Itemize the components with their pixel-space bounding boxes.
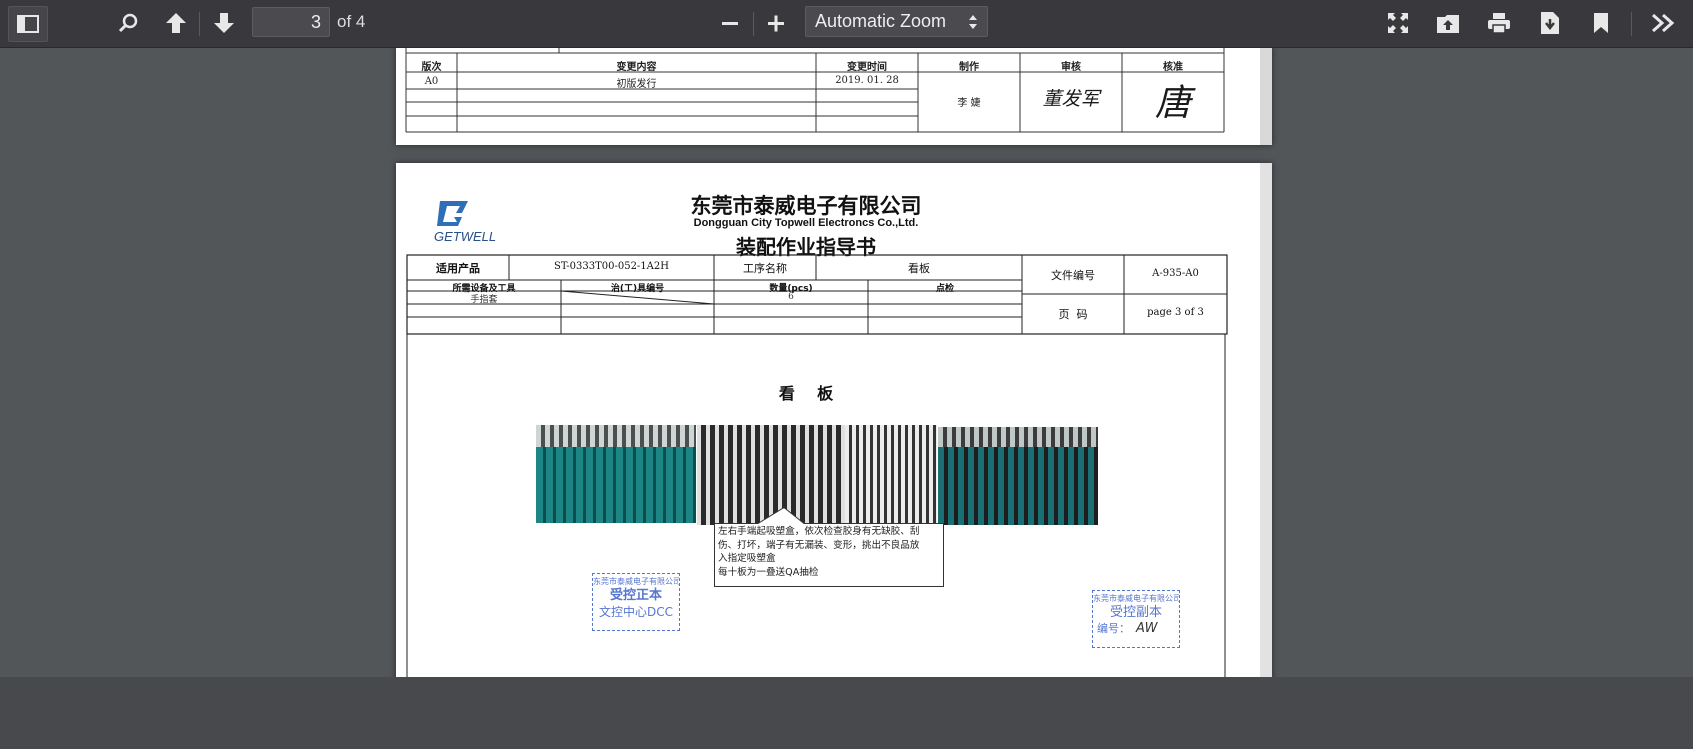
cell-author: 李 婕	[957, 98, 981, 109]
col-header-date: 变更时间	[847, 62, 887, 73]
col-header-reviewer: 审核	[1061, 62, 1081, 73]
page-value: page 3 of 3	[1147, 307, 1204, 318]
revision-table-lines	[405, 48, 1225, 133]
pdf-page-3: GETWELL 东莞市泰威电子有限公司 Dongguan City Topwel…	[396, 163, 1272, 677]
stamp-dept: 文控中心DCC	[599, 605, 673, 619]
presentation-mode-icon	[1388, 13, 1408, 33]
instruction-line: 每十板为一叠送QA抽检	[718, 566, 819, 578]
download-button[interactable]	[1533, 6, 1567, 40]
sidebar-toggle-icon	[17, 15, 39, 33]
cell-version: A0	[424, 76, 439, 87]
search-button[interactable]	[112, 6, 144, 40]
section-title: 看 板	[778, 384, 834, 403]
stamp-number-row: 编号： AW	[1093, 621, 1179, 637]
product-photo-2	[697, 425, 845, 525]
stamp-signature: AW	[1136, 621, 1158, 636]
stamp-number-label: 编号：	[1097, 622, 1130, 635]
page-label: 页 码	[1058, 308, 1088, 321]
instruction-line: 伤、打坏，端子有无漏装、变形，挑出不良品放	[718, 539, 920, 551]
zoom-in-button[interactable]	[760, 6, 792, 40]
next-page-button[interactable]	[208, 6, 240, 40]
bookmark-icon	[1594, 13, 1608, 33]
bookmark-button[interactable]	[1585, 6, 1617, 40]
open-file-icon	[1437, 15, 1459, 33]
fixture-label: 治(工)具编号	[610, 284, 665, 294]
zoom-in-icon	[768, 15, 784, 32]
tools-icon	[1652, 13, 1675, 33]
instruction-line: 入指定吸塑盒	[718, 553, 776, 564]
col-header-author: 制作	[959, 62, 979, 73]
toolbar-separator	[1631, 12, 1632, 36]
quantity-label: 数量(pcs)	[769, 284, 813, 294]
controlled-copy-stamp: 东莞市泰威电子有限公司 受控副本 编号： AW	[1092, 590, 1180, 648]
viewer-bottom-area	[0, 677, 1693, 749]
select-arrows-icon	[969, 15, 977, 29]
presentation-mode-button[interactable]	[1381, 6, 1415, 40]
file-number-value: A-935-A0	[1152, 268, 1199, 279]
stamp-title: 受控正本	[609, 588, 662, 603]
zoom-select[interactable]: Automatic Zoom	[805, 6, 988, 37]
equipment-value: 手指套	[470, 295, 498, 305]
page-count-label: of 4	[337, 12, 366, 31]
search-icon	[118, 13, 138, 33]
instruction-line: 左右手端起吸塑盒，依次检查胶身有无缺胶、刮	[718, 526, 920, 537]
document-viewer[interactable]: 版次 变更内容 变更时间 制作 审核 核准 A0 初版发行 2019. 01. …	[0, 48, 1693, 677]
zoom-out-icon	[722, 22, 738, 25]
reviewer-signature: 董发军	[1042, 88, 1100, 110]
company-name-en: Dongguan City Topwell Electroncs Co.,Ltd…	[693, 217, 919, 229]
stamp-company: 东莞市泰威电子有限公司	[593, 577, 679, 586]
col-header-change: 变更内容	[616, 62, 657, 73]
product-label: 适用产品	[436, 262, 480, 275]
col-header-approver: 核准	[1163, 62, 1183, 73]
zoom-select-value: Automatic Zoom	[815, 11, 947, 31]
print-button[interactable]	[1482, 6, 1516, 40]
download-icon	[1541, 12, 1559, 34]
quantity-value: 6	[788, 292, 794, 302]
company-name-cn: 东莞市泰威电子有限公司	[690, 194, 922, 218]
getwell-logo-icon	[437, 201, 468, 226]
previous-page-icon	[166, 13, 186, 33]
sidebar-toggle-button[interactable]	[8, 6, 48, 42]
toolbar: 3 of 4 Automatic Zoom	[0, 0, 1693, 48]
process-value: 看板	[908, 262, 930, 275]
process-label: 工序名称	[743, 262, 787, 275]
print-icon	[1488, 13, 1510, 34]
product-photo-1	[536, 425, 696, 523]
previous-page-button[interactable]	[160, 6, 192, 40]
header-table-lines	[406, 254, 1228, 677]
cell-change: 初版发行	[616, 79, 657, 90]
scan-shadow	[1260, 163, 1272, 677]
stamp-title: 受控副本	[1109, 605, 1162, 620]
equipment-label: 所需设备及工具	[452, 284, 516, 294]
product-value: ST-0333T00-052-1A2H	[554, 261, 669, 272]
approver-signature: 唐	[1154, 83, 1191, 124]
toolbar-separator	[753, 12, 754, 36]
page-number-input[interactable]: 3	[252, 7, 330, 37]
col-header-version: 版次	[421, 62, 442, 73]
instruction-callout-shape	[714, 507, 944, 587]
cell-date: 2019. 01. 28	[835, 75, 899, 86]
next-page-icon	[214, 13, 234, 33]
tools-button[interactable]	[1645, 6, 1681, 40]
instruction-text: 左右手端起吸塑盒，依次检查胶身有无缺胶、刮 伤、打坏，端子有无漏装、变形，挑出不…	[718, 525, 942, 579]
logo-text: GETWELL	[434, 229, 497, 244]
scan-shadow	[1260, 48, 1272, 145]
open-file-button[interactable]	[1431, 6, 1465, 40]
product-photo-3	[845, 425, 937, 525]
product-photo-4	[938, 427, 1098, 525]
check-label: 点检	[935, 284, 954, 294]
toolbar-separator	[199, 12, 200, 36]
zoom-out-button[interactable]	[714, 6, 746, 40]
controlled-original-stamp: 东莞市泰威电子有限公司 受控正本 文控中心DCC	[592, 573, 680, 631]
stamp-company: 东莞市泰威电子有限公司	[1093, 594, 1179, 603]
pdf-page-2: 版次 变更内容 变更时间 制作 审核 核准 A0 初版发行 2019. 01. …	[396, 48, 1272, 145]
file-number-label: 文件编号	[1051, 269, 1095, 282]
